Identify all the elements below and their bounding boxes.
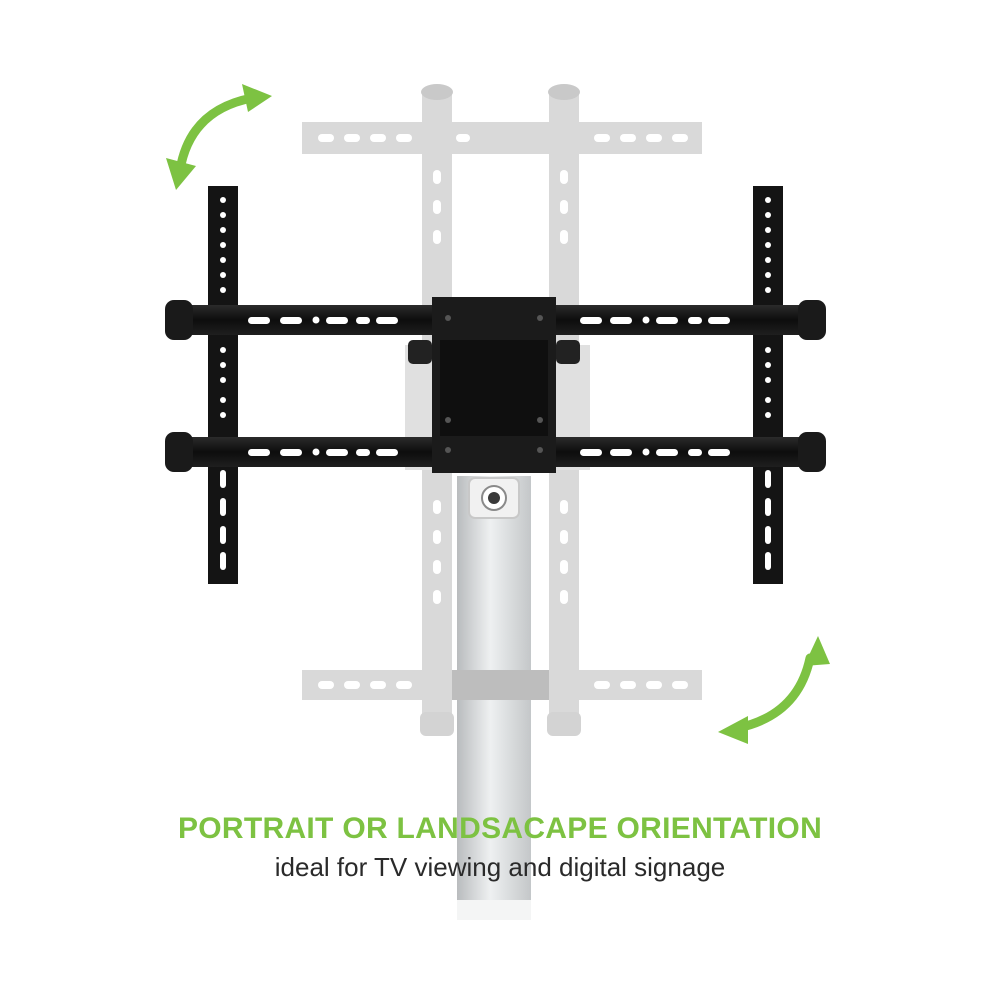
rotate-arrow-top-icon	[166, 84, 272, 190]
rotate-arrow-bottom-icon	[718, 636, 830, 744]
subline: ideal for TV viewing and digital signage	[274, 852, 726, 882]
headline: PORTRAIT OR LANDSACAPE ORIENTATION	[177, 812, 823, 845]
landscape-bracket	[165, 186, 826, 584]
